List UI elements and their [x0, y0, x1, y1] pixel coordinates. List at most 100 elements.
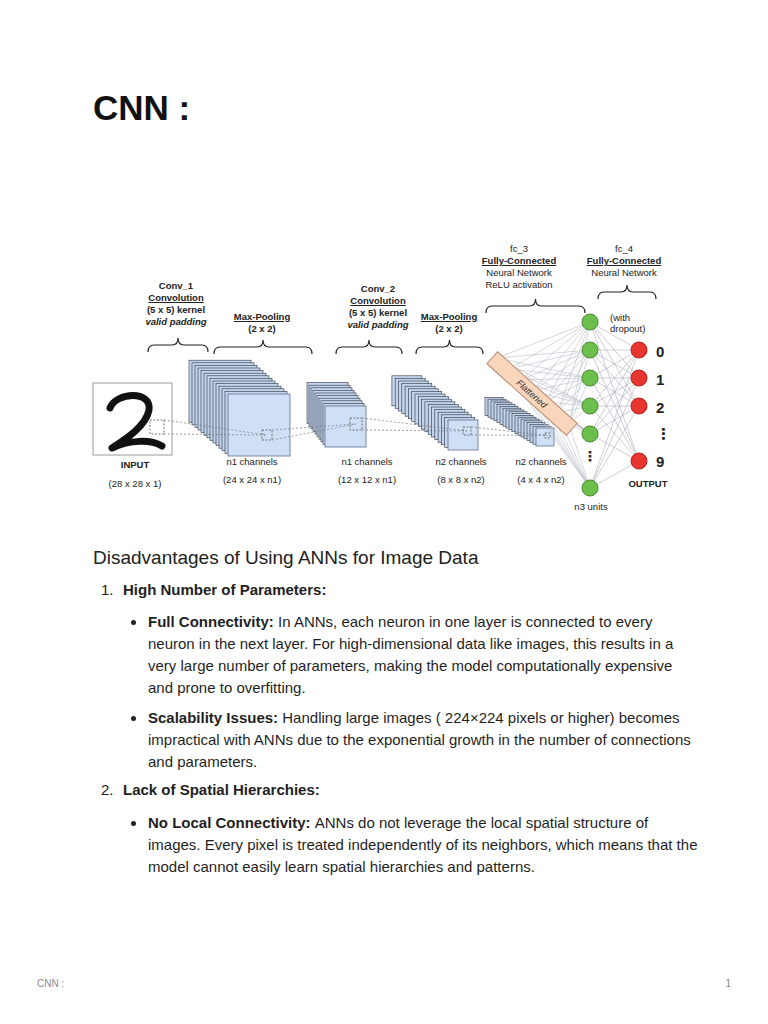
diagram-label: 9 — [656, 453, 664, 470]
diagram-label: 1 — [656, 371, 664, 388]
diagram-label: (4 x 4 x n2) — [517, 475, 565, 486]
diagram-label: Fully-Connected — [587, 256, 661, 267]
diagram-label: OUTPUT — [628, 479, 667, 490]
connection — [590, 350, 639, 434]
diagram-label: Fully-Connected — [482, 256, 556, 267]
diagram-label: Conv_1 — [159, 281, 193, 292]
diagram-label: (5 x 5) kernel — [349, 308, 407, 319]
bullet-dot — [131, 821, 136, 826]
hidden-unit — [582, 314, 598, 330]
diagram-label: (24 x 24 x n1) — [223, 475, 281, 486]
footer-text: 1 — [725, 978, 731, 990]
connection — [590, 322, 639, 406]
output-unit — [631, 342, 647, 358]
curly-brace — [416, 340, 483, 354]
connection — [521, 350, 590, 380]
curly-brace — [214, 340, 312, 354]
bullet-paragraph: Full Connectivity:In ANNs, each neuron i… — [148, 611, 698, 699]
diagram-label: valid padding — [347, 320, 408, 331]
network-lines — [497, 314, 647, 496]
connection — [521, 378, 590, 380]
projection-line — [471, 427, 548, 436]
diagram-label: fc_3 — [510, 244, 528, 255]
diagram-label: ⋮ — [656, 425, 671, 442]
hidden-unit — [582, 370, 598, 386]
feature-map — [228, 394, 290, 456]
projection-line — [164, 420, 267, 435]
hidden-unit — [582, 426, 598, 442]
connection — [497, 350, 590, 358]
bullet-term: Scalability Issues: — [148, 709, 278, 726]
diagram-label: 0 — [656, 343, 664, 360]
bullet-paragraph: Scalability Issues:Handling large images… — [148, 707, 698, 773]
feature-map — [325, 406, 366, 447]
kernel-window — [150, 420, 164, 434]
diagram-label: ReLU activation — [485, 280, 552, 291]
curly-brace — [486, 299, 585, 313]
diagram-label: Convolution — [148, 293, 203, 304]
footer-text: CNN : — [37, 978, 64, 990]
hidden-unit — [582, 342, 598, 358]
flatten-band: Flattened — [486, 351, 578, 436]
diagram-label: (28 x 28 x 1) — [109, 479, 162, 490]
hidden-unit — [582, 398, 598, 414]
feature-maps — [150, 360, 554, 456]
diagram-label: 2 — [656, 399, 664, 416]
output-unit — [631, 453, 647, 469]
bullet-term: No Local Connectivity: — [148, 814, 311, 831]
bullet-term: Full Connectivity: — [148, 613, 274, 630]
document-text: 2. — [101, 781, 114, 798]
diagram-label: INPUT — [121, 460, 150, 471]
document-text: 1. — [101, 581, 114, 598]
diagram-label: Max-Pooling — [421, 312, 477, 323]
diagram-label: (5 x 5) kernel — [147, 305, 205, 316]
diagram-label: n1 channels — [341, 457, 392, 468]
connection — [497, 322, 590, 358]
projection-line — [272, 424, 356, 430]
document-text: Lack of Spatial Hierarchies: — [123, 781, 320, 798]
diagram-label: Neural Network — [486, 268, 551, 279]
braces — [148, 285, 656, 354]
diagram-label: n2 channels — [435, 457, 486, 468]
projection-line — [471, 435, 548, 437]
diagram-label: valid padding — [145, 317, 206, 328]
curly-brace — [336, 340, 402, 354]
projection-line — [362, 430, 467, 431]
diagram-label: Neural Network — [591, 268, 656, 279]
diagram-label: (2 x 2) — [435, 324, 462, 335]
bullet-dot — [131, 716, 136, 721]
diagram-label: n1 channels — [226, 457, 277, 468]
document-text: High Number of Parameters: — [123, 581, 326, 598]
feature-map — [448, 420, 478, 450]
projection-line — [362, 418, 467, 431]
bullet-paragraph: No Local Connectivity:ANNs do not levera… — [148, 812, 698, 878]
diagram-label: ⋮ — [583, 448, 597, 464]
diagram-label: fc_4 — [615, 244, 633, 255]
projection-line — [272, 424, 356, 440]
connection — [545, 322, 590, 402]
diagram-label: Convolution — [350, 296, 405, 307]
connection — [590, 322, 639, 461]
page-title: CNN : — [93, 88, 190, 128]
curly-brace — [148, 338, 208, 352]
connection — [509, 369, 590, 488]
bullet-dot — [131, 620, 136, 625]
diagram-label: (with dropout) — [610, 313, 650, 335]
handwritten-digit — [110, 396, 162, 449]
connection — [590, 350, 639, 488]
diagram-label: Max-Pooling — [234, 312, 290, 323]
projection-line — [164, 434, 267, 435]
diagram-label: (12 x 12 x n1) — [338, 475, 396, 486]
input-image-frame — [93, 383, 172, 455]
connection — [533, 350, 590, 391]
diagram-label: (2 x 2) — [248, 324, 275, 335]
diagram-label: n2 channels — [515, 457, 566, 468]
connection — [509, 322, 590, 369]
hidden-unit — [582, 480, 598, 496]
output-unit — [631, 370, 647, 386]
diagram-label: (8 x 8 x n2) — [437, 475, 485, 486]
connection — [509, 350, 590, 369]
diagram-label: Conv_2 — [361, 284, 395, 295]
connection — [590, 406, 639, 488]
